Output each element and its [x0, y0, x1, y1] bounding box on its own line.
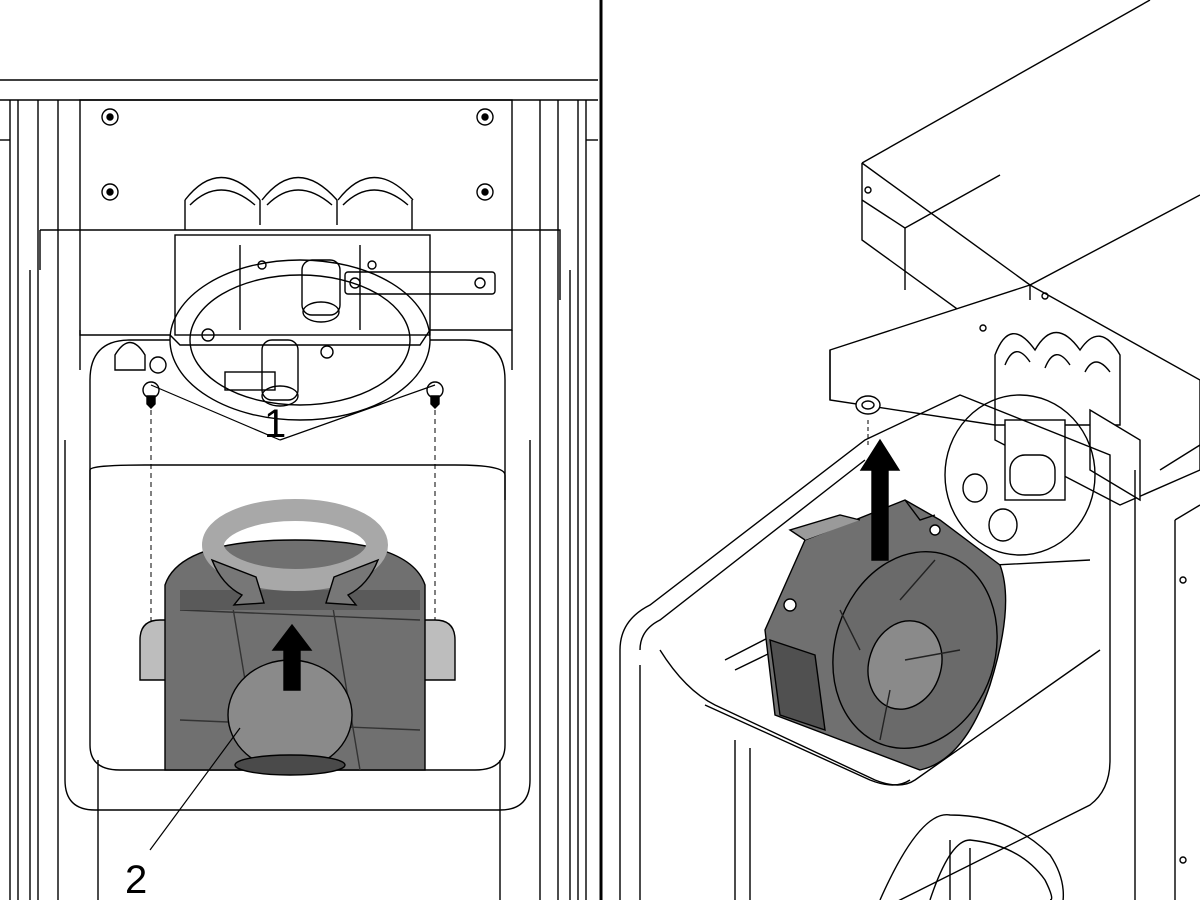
- rotate-arrow-icon: [202, 499, 388, 606]
- lift-up-arrow-icon: [859, 438, 901, 561]
- mounting-plate: [79, 99, 513, 370]
- callout-leaders: [149, 384, 436, 851]
- right-panel-isometric-view: [619, 0, 1200, 900]
- cabinet-side: [1134, 444, 1200, 900]
- callout-2-label: 2: [125, 858, 147, 900]
- screw-icon: [855, 395, 881, 445]
- screws: [142, 381, 444, 650]
- left-panel-top-view: [0, 79, 598, 900]
- lift-up-arrow-icon: [271, 623, 313, 691]
- callout-1-label: 1: [264, 402, 286, 446]
- plate-screw-holes: [101, 108, 494, 201]
- fan-isometric: [764, 499, 1007, 771]
- fan-housing: [64, 339, 531, 900]
- screw-icon: [142, 381, 160, 650]
- hose-connectors: [962, 332, 1141, 542]
- screw-icon: [426, 381, 444, 650]
